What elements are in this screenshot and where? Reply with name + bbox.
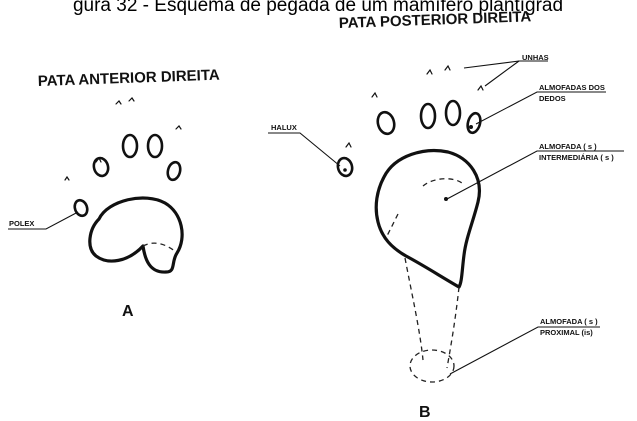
front-toe-pad — [148, 135, 162, 157]
halux-leader-line — [268, 133, 340, 166]
intermediate-pad — [376, 151, 479, 287]
front-toe-pad — [92, 156, 110, 177]
front-toe-pad — [166, 161, 182, 181]
panel-letter-b: B — [419, 404, 431, 421]
front-claw-mark — [129, 98, 134, 101]
hind-toe-pad — [446, 101, 460, 125]
unhas-leader-line — [464, 61, 548, 86]
halux-label: HALUX — [271, 123, 297, 132]
front-paw: PATA ANTERIOR DIREITA POLEX A — [8, 67, 220, 320]
front-claw-mark — [116, 101, 121, 104]
front-claw-mark — [176, 126, 181, 129]
proximal-dashed-outline — [405, 258, 459, 368]
intermediate-dashed-split — [386, 214, 398, 238]
hind-toe-pad — [421, 104, 435, 128]
almofada-intermediaria-label-line1: ALMOFADA ( s ) — [539, 142, 597, 151]
hind-claw-mark — [445, 66, 450, 70]
hind-claw-mark — [346, 143, 351, 147]
hind-toe-pad — [466, 112, 483, 134]
hind-claw-mark — [427, 70, 432, 74]
proximal-pad-dashed — [410, 350, 454, 382]
almofadas-dedos-label-line2: DEDOS — [539, 94, 566, 103]
front-palm-dashed-line — [143, 243, 176, 252]
front-palm-pad — [90, 198, 182, 272]
intermediate-dashed-arc — [423, 179, 462, 186]
almofada-proximal-label-line2: PROXIMAL (is) — [540, 328, 593, 337]
front-claw-mark — [65, 177, 69, 180]
almofadas-dedos-label-line1: ALMOFADAS DOS — [539, 83, 605, 92]
hallux-pad — [336, 156, 354, 177]
hind-paw: PATA POSTERIOR DIREITA UNHAS ALMOFADAS D… — [268, 8, 624, 421]
hind-claw-mark — [478, 86, 483, 90]
toe-pad-marker-dot — [469, 125, 473, 129]
hind-toe-pad — [375, 110, 396, 135]
hallux-marker-dot — [343, 168, 347, 172]
polex-label: POLEX — [9, 219, 34, 228]
panel-letter-a: A — [122, 303, 134, 320]
front-paw-title: PATA ANTERIOR DIREITA — [38, 67, 221, 90]
front-toe-pad — [123, 135, 137, 157]
hind-claw-mark — [372, 93, 377, 97]
almofada-intermediaria-label-line2: INTERMEDIÁRIA ( s ) — [539, 153, 614, 162]
almofada-proximal-label-line1: ALMOFADA ( s ) — [540, 317, 598, 326]
pollex-pad — [73, 198, 90, 217]
